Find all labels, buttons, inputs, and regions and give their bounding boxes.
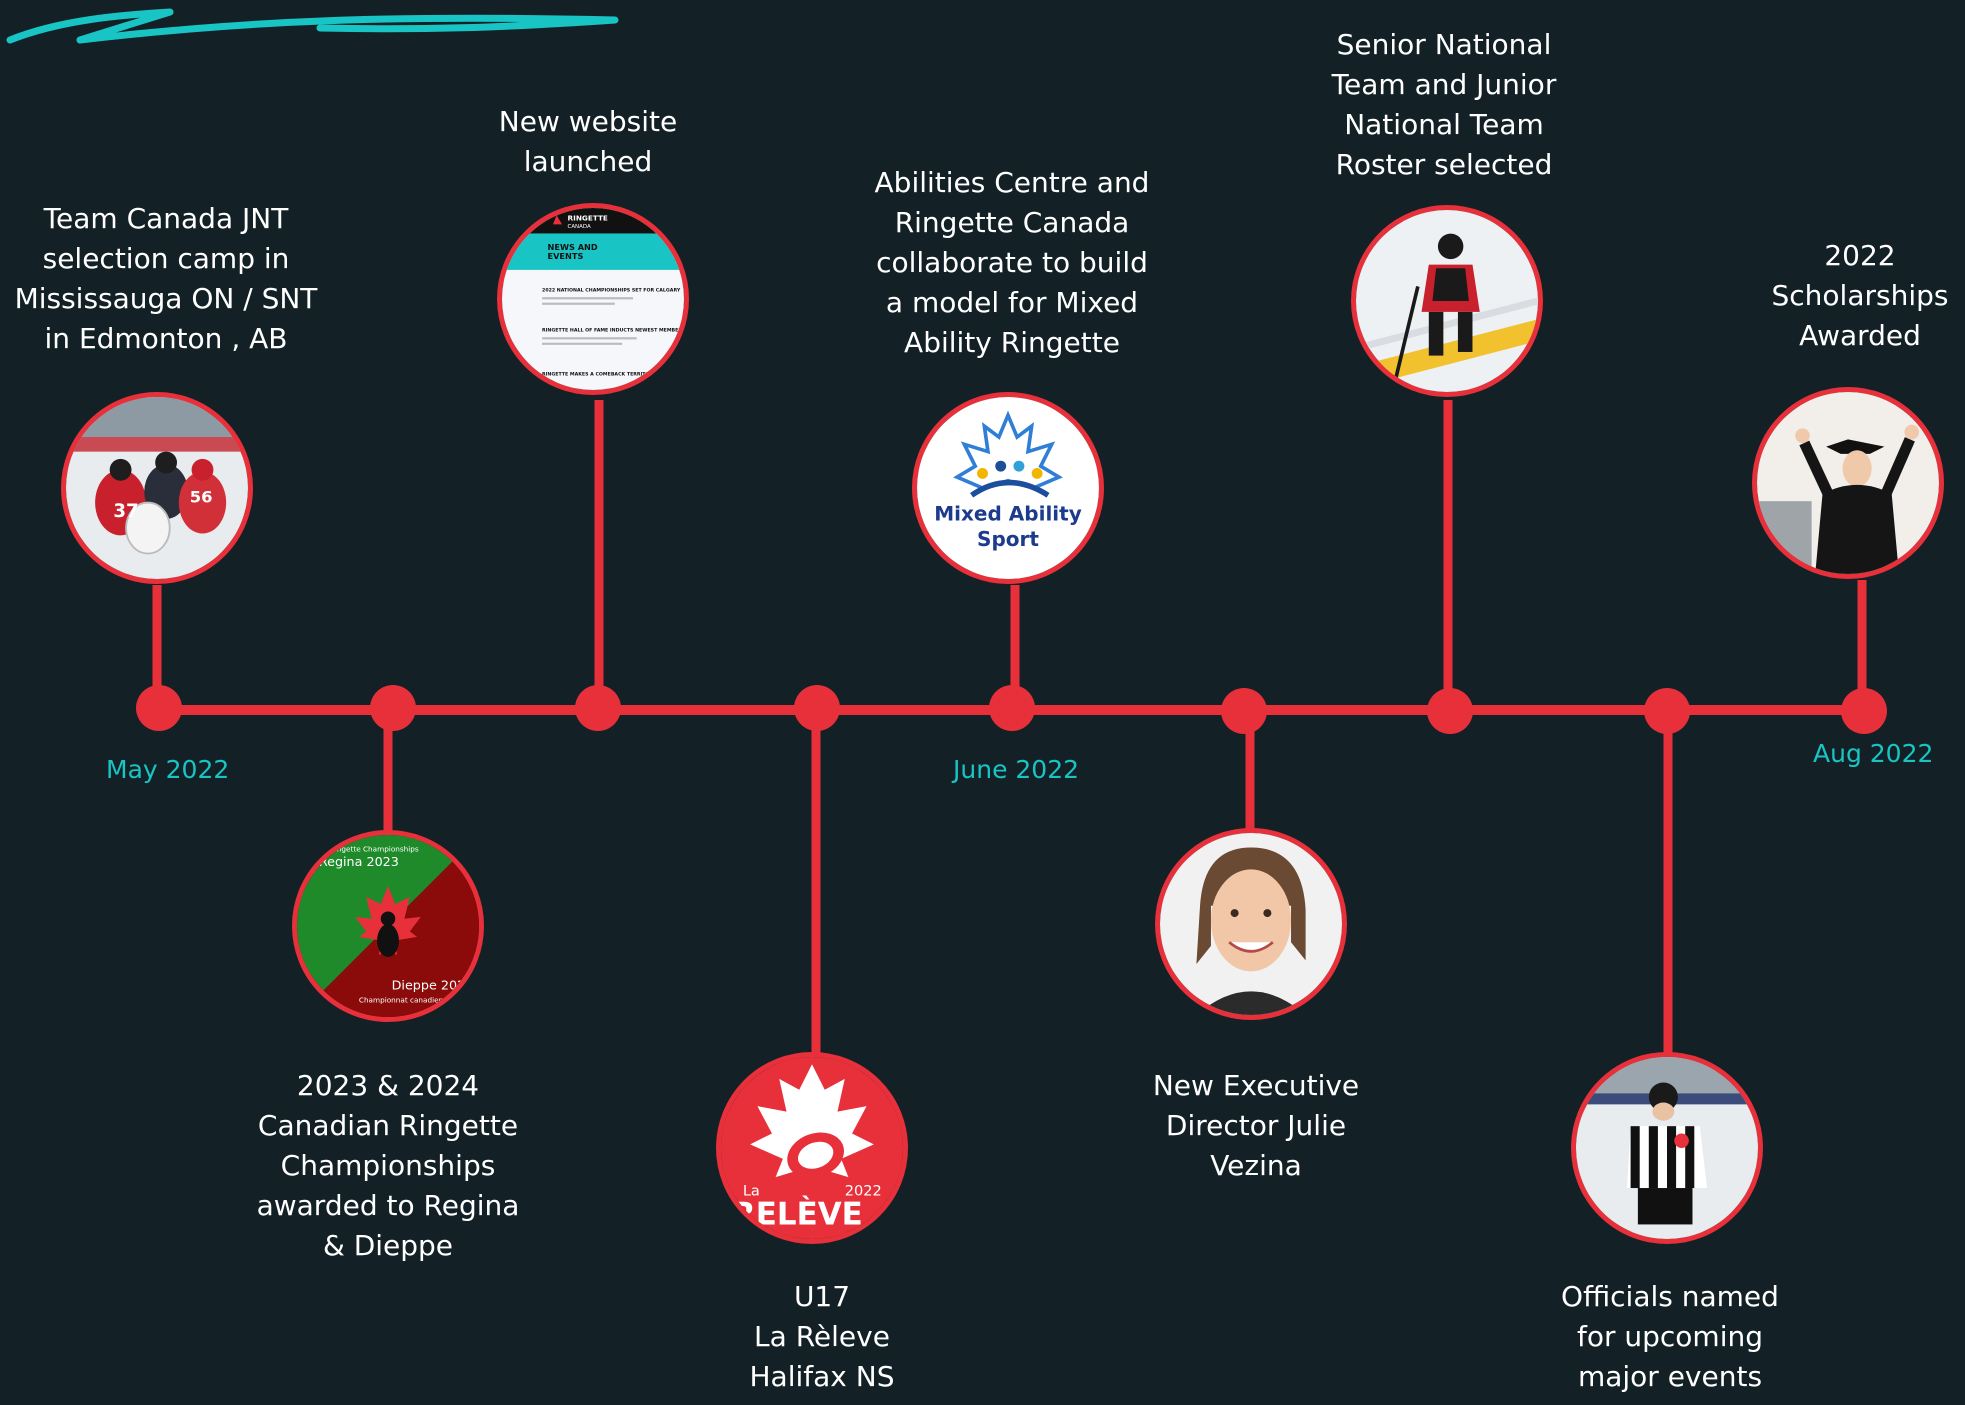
championships-bottom-small: Championnat canadien [359,995,443,1004]
photo-team-canada-camp: 37 56 [61,392,253,584]
event-label-national-team-roster: Senior National Team and Junior National… [1331,28,1557,181]
photo-executive-director [1155,828,1347,1020]
championships-top: Regina 2023 [319,855,399,870]
event-label-website: New website launched [498,105,678,178]
championships-top-small: Ringette Championships [330,844,419,853]
website-headline-2: RINGETTE HALL OF FAME INDUCTS NEWEST MEM… [542,328,682,334]
mixed-ability-line1: Mixed Ability [934,502,1082,526]
website-headline-1: 2022 NATIONAL CHAMPIONSHIPS SET FOR CALG… [542,288,681,294]
timeline-node [1841,688,1887,734]
referee-badge-icon [1674,1133,1689,1148]
timeline-node [794,685,840,731]
event-label-mixed-ability: Abilities Centre and Ringette Canada col… [874,166,1150,359]
event-label-championships: 2023 & 2024 Canadian Ringette Championsh… [256,1069,520,1262]
timeline-node [989,685,1035,731]
svg-text:37: 37 [113,501,138,522]
mixed-ability-line2: Sport [977,527,1039,551]
website-banner: NEWS AND [548,242,598,252]
timeline-node [1427,688,1473,734]
photo-championships: Ringette Championships Regina 2023 Diepp… [292,830,484,1022]
event-label-la-releve: U17 La Rèleve Halifax NS [749,1280,895,1393]
ringette-logo-icon [552,215,563,225]
photo-scholarships [1752,387,1944,579]
website-headline-3: RINGETTE MAKES A COMEBACK TERRITORIES [542,371,662,377]
timeline-node [370,685,416,731]
decorative-squiggle [6,8,619,44]
la-releve-la: La [743,1182,760,1199]
event-label-team-canada-camp: Team Canada JNT selection camp in Missis… [14,202,318,355]
photo-officials [1571,1052,1763,1244]
timeline-node [136,685,182,731]
svg-text:56: 56 [190,488,213,507]
event-label-executive-director: New Executive Director Julie Vezina [1152,1069,1360,1182]
la-releve-year: 2022 [845,1182,882,1199]
photo-mixed-ability: Mixed Ability Sport [912,392,1104,584]
photo-la-releve: La 2022 RELÈVE [716,1052,908,1244]
timeline-node [575,685,621,731]
date-label-aug: Aug 2022 [1813,739,1934,768]
svg-text:EVENTS: EVENTS [548,251,584,261]
photo-website: RINGETTE CANADA NEWS AND EVENTS 2022 NAT… [497,203,689,395]
timeline-node [1644,688,1690,734]
timeline-node [1221,688,1267,734]
website-brand-small: CANADA [568,224,591,230]
website-brand: RINGETTE [568,214,608,223]
date-label-may: May 2022 [106,755,230,784]
event-label-scholarships: 2022 Scholarships Awarded [1771,239,1949,352]
event-label-officials: Officials named for upcoming major event… [1561,1280,1779,1393]
photo-national-team-roster [1351,205,1543,397]
date-label-june: June 2022 [953,755,1080,784]
